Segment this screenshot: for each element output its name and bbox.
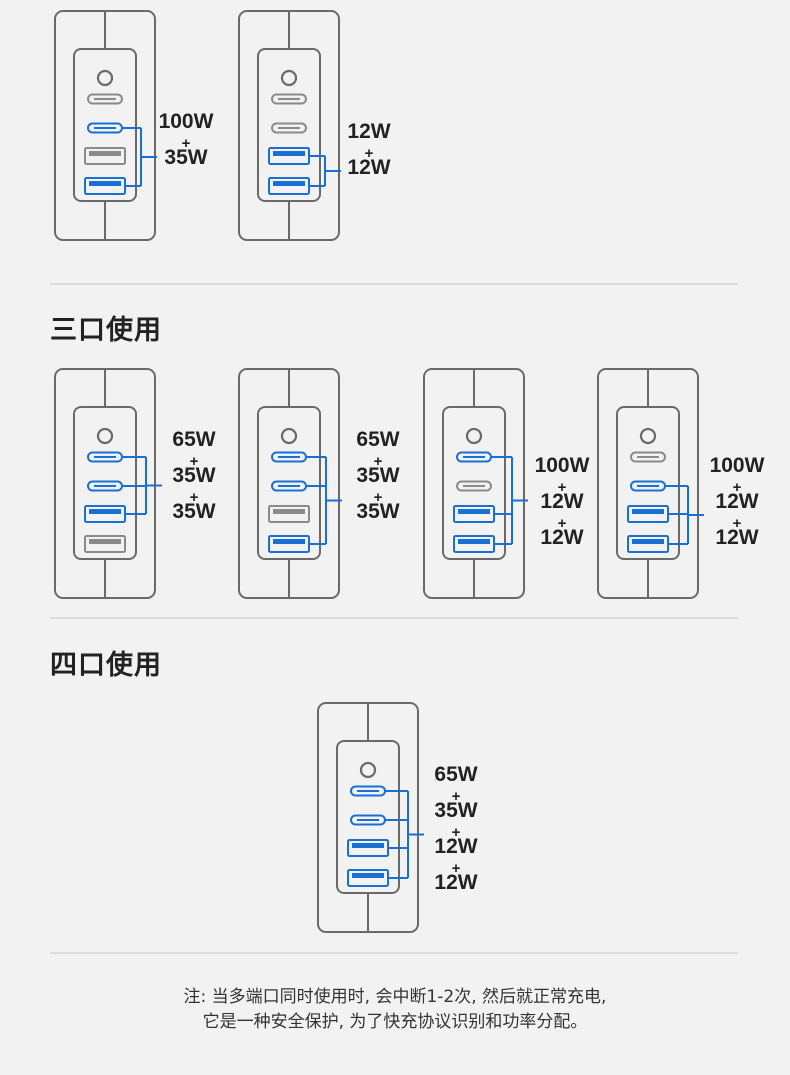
usb-a-tongue-icon	[273, 509, 305, 514]
wattage-label: 12W	[347, 120, 390, 143]
plus-sign: +	[190, 489, 199, 506]
charger-device: 65W+35W+35W	[54, 368, 216, 599]
power-indicator-icon	[359, 761, 377, 779]
usb-a-tongue-icon	[273, 151, 305, 156]
usb-a-tongue-icon	[89, 539, 121, 544]
note-line-2: 它是一种安全保护, 为了快充协议识别和功率分配。	[202, 1012, 588, 1032]
wattage-label: 100W	[535, 454, 590, 477]
usb-c-port-icon	[87, 93, 123, 105]
plus-sign: +	[452, 824, 461, 841]
wattage-label: 12W	[347, 156, 390, 179]
usb-a-tongue-icon	[273, 539, 305, 544]
usb-a-port-icon	[84, 535, 126, 553]
usage-note: 注: 当多端口同时使用时, 会中断1-2次, 然后就正常充电, 它是一种安全保护…	[0, 985, 790, 1035]
usb-c-port-icon	[630, 451, 666, 463]
wattage-label: 12W	[434, 871, 477, 894]
wattage-label: 12W	[434, 835, 477, 858]
plus-sign: +	[374, 453, 383, 470]
usb-a-port-icon	[268, 505, 310, 523]
charger-device: 65W+35W+35W	[238, 368, 400, 599]
usb-a-tongue-icon	[89, 181, 121, 186]
usb-c-port-icon	[271, 93, 307, 105]
charger-device: 100W +35W	[54, 10, 214, 241]
usb-a-tongue-icon	[632, 509, 664, 514]
plus-sign: +	[558, 515, 567, 532]
wattage-label: 35W	[164, 146, 207, 169]
power-indicator-icon	[280, 427, 298, 445]
plus-sign: +	[374, 489, 383, 506]
usb-a-tongue-icon	[89, 509, 121, 514]
wattage-label: 65W	[434, 763, 477, 786]
usb-a-tongue-icon	[458, 509, 490, 514]
wattage-label: 100W	[710, 454, 765, 477]
charger-device: 12W+12W	[238, 10, 391, 241]
wattage-label: 12W	[715, 490, 758, 513]
power-indicator-icon	[639, 427, 657, 445]
usb-a-tongue-icon	[352, 873, 384, 878]
charger-device: 65W+35W+12W+12W	[317, 702, 478, 933]
power-indicator-icon	[96, 69, 114, 87]
plus-sign: +	[733, 515, 742, 532]
wattage-label: 35W	[172, 500, 215, 523]
wattage-label: 35W	[172, 464, 215, 487]
plus-sign: +	[190, 453, 199, 470]
wattage-label: 35W	[434, 799, 477, 822]
divider-1	[50, 283, 738, 285]
usb-c-port-icon	[271, 122, 307, 134]
usb-a-tongue-icon	[89, 151, 121, 156]
wattage-label: 12W	[540, 526, 583, 549]
usb-a-tongue-icon	[632, 539, 664, 544]
usb-a-tongue-icon	[352, 843, 384, 848]
wattage-label: 65W	[356, 428, 399, 451]
section-title-three-port: 三口使用	[50, 315, 162, 346]
usb-a-tongue-icon	[273, 181, 305, 186]
wattage-label: 35W	[356, 464, 399, 487]
divider-3	[50, 952, 738, 954]
plus-sign: +	[733, 479, 742, 496]
power-indicator-icon	[465, 427, 483, 445]
usb-a-port-icon	[84, 147, 126, 165]
power-indicator-icon	[280, 69, 298, 87]
wattage-label: 65W	[172, 428, 215, 451]
wattage-label: 100W	[159, 110, 214, 133]
power-indicator-icon	[96, 427, 114, 445]
plus-sign: +	[182, 135, 191, 152]
plus-sign: +	[558, 479, 567, 496]
plus-sign: +	[365, 145, 374, 162]
plus-sign: +	[452, 788, 461, 805]
plus-sign: +	[452, 860, 461, 877]
wattage-label: 12W	[715, 526, 758, 549]
charger-device: 100W+12W+12W	[423, 368, 590, 599]
divider-2	[50, 617, 738, 619]
wattage-label: 12W	[540, 490, 583, 513]
note-line-1: 注: 当多端口同时使用时, 会中断1-2次, 然后就正常充电,	[183, 987, 607, 1007]
section-title-four-port: 四口使用	[50, 650, 162, 681]
usb-a-tongue-icon	[458, 539, 490, 544]
usb-c-port-icon	[456, 480, 492, 492]
wattage-label: 35W	[356, 500, 399, 523]
charger-device: 100W+12W+12W	[597, 368, 765, 599]
